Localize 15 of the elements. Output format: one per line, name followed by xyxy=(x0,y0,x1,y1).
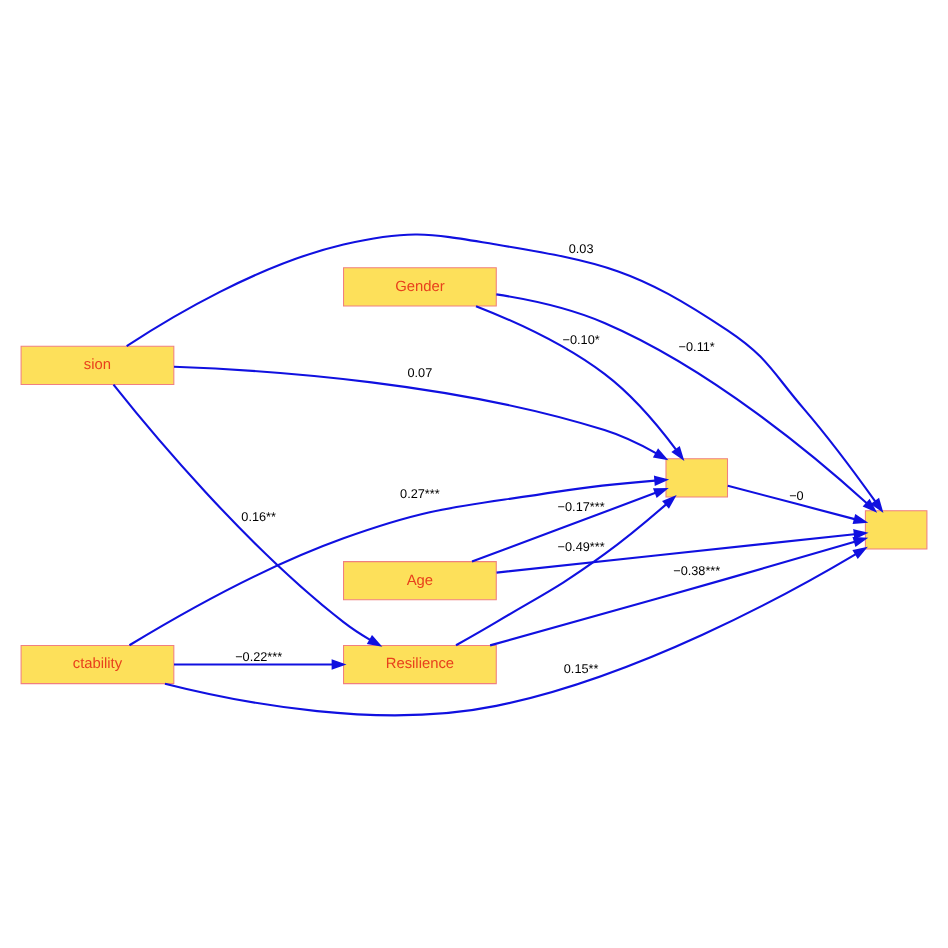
arrow xyxy=(128,474,670,646)
arrow xyxy=(174,658,347,669)
arrow xyxy=(489,535,869,646)
node-box xyxy=(864,509,928,549)
arrow xyxy=(112,383,383,646)
arrow xyxy=(471,486,669,562)
arrow xyxy=(164,545,868,716)
arrow xyxy=(496,528,869,573)
arrow xyxy=(455,494,677,646)
arrow xyxy=(126,232,884,512)
arrow xyxy=(173,364,669,460)
arrow xyxy=(496,292,878,512)
arrow xyxy=(475,304,685,461)
arrow xyxy=(727,483,869,523)
node-box xyxy=(665,457,729,497)
